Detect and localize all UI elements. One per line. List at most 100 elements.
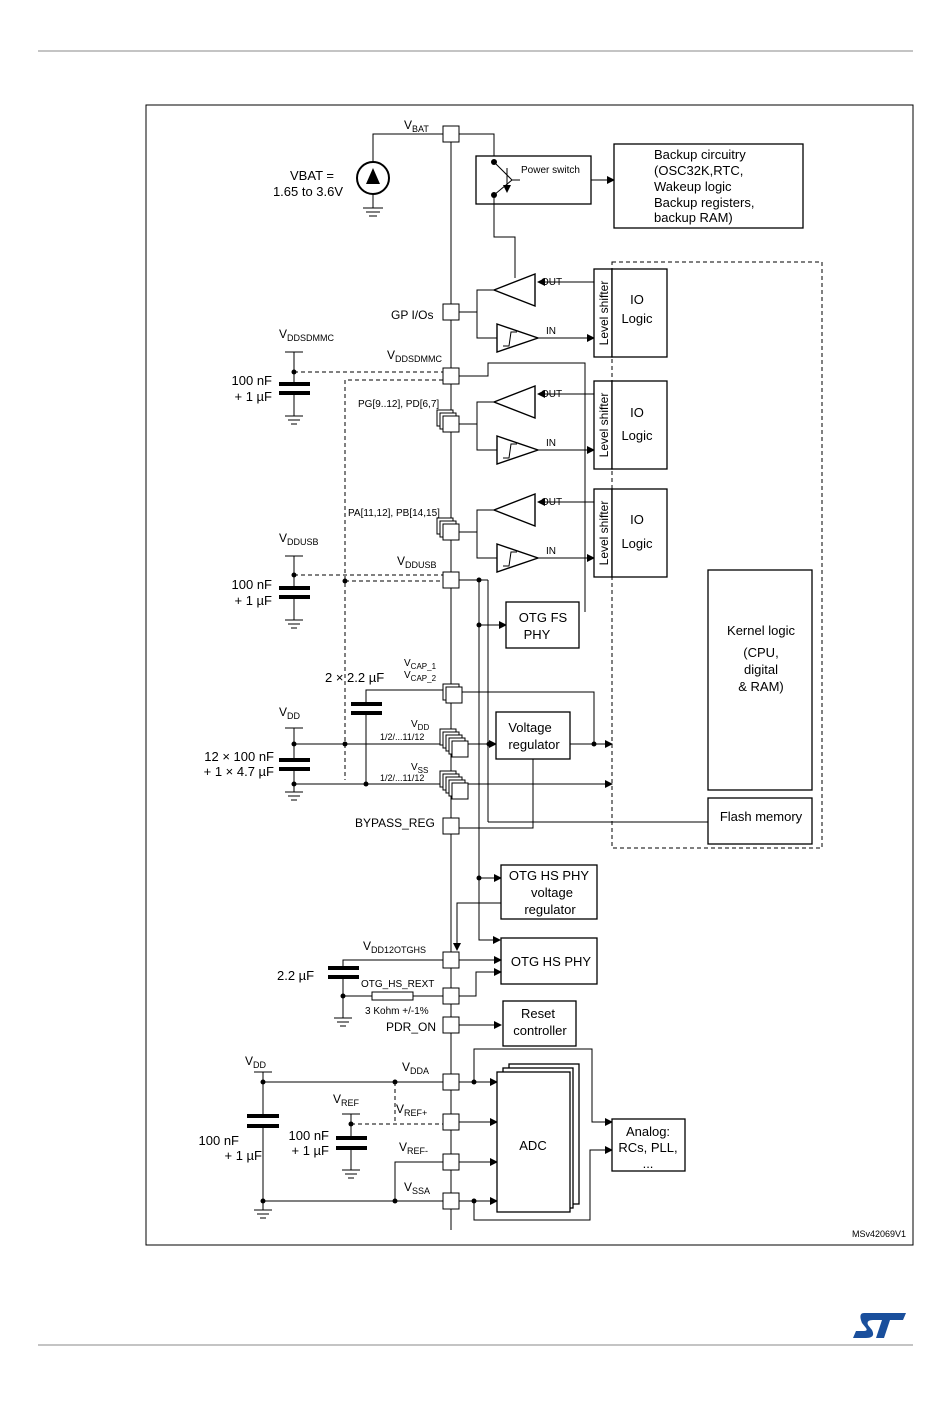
svg-text:BYPASS_REG: BYPASS_REG bbox=[355, 816, 435, 830]
svg-text:+ 1 µF: + 1 µF bbox=[235, 593, 273, 608]
voltage-regulator-block: Voltage regulator bbox=[459, 711, 571, 829]
svg-text:1/2/...11/12: 1/2/...11/12 bbox=[380, 773, 424, 783]
svg-text:+ 1 × 4.7 µF: + 1 × 4.7 µF bbox=[204, 764, 274, 779]
svg-text:PHY: PHY bbox=[524, 627, 551, 642]
figure-frame bbox=[145, 104, 914, 1246]
vdd12otghs-section: VDD12OTGHS 2.2 µF bbox=[277, 939, 502, 1027]
svg-text:3 Kohm +/-1%: 3 Kohm +/-1% bbox=[365, 1006, 429, 1017]
svg-text:2 × 2.2 µF: 2 × 2.2 µF bbox=[325, 670, 384, 685]
svg-text:VDD12OTGHS: VDD12OTGHS bbox=[363, 939, 426, 955]
vss-pad bbox=[451, 782, 469, 800]
vdd-section: VDD 12 × 100 nF + 1 × 4.7 µF VDD 1/2/...… bbox=[204, 705, 613, 801]
svg-text:1/2/...11/12: 1/2/...11/12 bbox=[380, 732, 424, 742]
svg-text:Level shifter: Level shifter bbox=[597, 393, 611, 458]
svg-text:backup RAM): backup RAM) bbox=[654, 210, 733, 225]
svg-text:VDD: VDD bbox=[279, 705, 301, 721]
svg-text:+ 1 µF: + 1 µF bbox=[225, 1148, 263, 1163]
otg-fs-phy-block: OTG FS PHY bbox=[505, 601, 580, 649]
svg-text:OUT: OUT bbox=[541, 497, 562, 508]
svg-text:Reset: Reset bbox=[521, 1006, 555, 1021]
vdda-pad bbox=[442, 1073, 460, 1091]
otg-hs-phy-regulator-block: OTG HS PHY voltage regulator bbox=[453, 864, 598, 951]
svg-text:OTG_HS_REXT: OTG_HS_REXT bbox=[361, 979, 434, 990]
svg-text:IN: IN bbox=[546, 326, 556, 337]
svg-text:VDDA: VDDA bbox=[402, 1060, 429, 1076]
svg-text:VDDUSB: VDDUSB bbox=[279, 531, 319, 547]
svg-text:Logic: Logic bbox=[621, 536, 653, 551]
svg-text:Level shifter: Level shifter bbox=[597, 501, 611, 566]
svg-text:PG[9..12], PD[6,7]: PG[9..12], PD[6,7] bbox=[358, 399, 439, 410]
pdr-on-section: PDR_ON Reset controller bbox=[386, 1000, 577, 1047]
svg-text:12 × 100 nF: 12 × 100 nF bbox=[204, 749, 274, 764]
svg-text:1.65 to 3.6V: 1.65 to 3.6V bbox=[273, 184, 343, 199]
svg-text:OUT: OUT bbox=[541, 389, 562, 400]
svg-text:regulator: regulator bbox=[508, 737, 560, 752]
svg-text:IO: IO bbox=[630, 512, 644, 527]
svg-text:VDDUSB: VDDUSB bbox=[397, 554, 437, 570]
adc-block: ADC bbox=[496, 1063, 580, 1213]
svg-text:ADC: ADC bbox=[519, 1138, 546, 1153]
svg-text:VDDSDMMC: VDDSDMMC bbox=[279, 327, 335, 343]
analog-block: Analog: RCs, PLL, ... bbox=[611, 1118, 686, 1172]
gpio-pad bbox=[442, 303, 460, 321]
svg-text:OTG HS PHY: OTG HS PHY bbox=[511, 954, 592, 969]
svg-text:...: ... bbox=[643, 1156, 654, 1171]
rext-resistor-icon bbox=[371, 991, 414, 1001]
svg-text:VCAP_2: VCAP_2 bbox=[404, 670, 437, 683]
figure-id: MSv42069V1 bbox=[852, 1229, 906, 1239]
bypass-reg-pad bbox=[442, 817, 460, 835]
svg-text:RCs, PLL,: RCs, PLL, bbox=[618, 1140, 677, 1155]
pg-pd-pad bbox=[442, 415, 460, 433]
power-switch: Power switch bbox=[475, 155, 615, 278]
svg-text:PA[11,12], PB[14,15]: PA[11,12], PB[14,15] bbox=[348, 508, 440, 519]
svg-text:Logic: Logic bbox=[621, 428, 653, 443]
svg-text:Voltage: Voltage bbox=[508, 720, 551, 735]
svg-text:VREF+: VREF+ bbox=[396, 1102, 427, 1118]
flash-memory-block: Flash memory bbox=[488, 797, 813, 845]
vcap-pad bbox=[445, 686, 463, 704]
vdd-pad bbox=[451, 740, 469, 758]
bypass-reg-pin: BYPASS_REG bbox=[355, 816, 460, 835]
svg-text:regulator: regulator bbox=[524, 902, 576, 917]
svg-text:(CPU,: (CPU, bbox=[743, 645, 778, 660]
vssa-pad bbox=[442, 1192, 460, 1210]
svg-text:digital: digital bbox=[744, 662, 778, 677]
svg-text:100 nF: 100 nF bbox=[232, 373, 273, 388]
svg-text:OTG HS PHY: OTG HS PHY bbox=[509, 868, 590, 883]
svg-text:& RAM): & RAM) bbox=[738, 679, 784, 694]
reset-controller-block bbox=[502, 1000, 577, 1047]
svg-text:VSSA: VSSA bbox=[404, 1180, 430, 1196]
svg-text:IO: IO bbox=[630, 292, 644, 307]
svg-text:Kernel logic: Kernel logic bbox=[727, 623, 795, 638]
svg-text:VBAT: VBAT bbox=[404, 118, 429, 134]
vddusb-pad bbox=[442, 571, 460, 589]
io-block-2: PG[9..12], PD[6,7] OUT IN Level shifter … bbox=[358, 380, 668, 470]
pa-pb-pad bbox=[442, 523, 460, 541]
vddusb-section: VDDUSB VDDUSB 100 nF + 1 µF bbox=[232, 531, 507, 629]
svg-text:Flash memory: Flash memory bbox=[720, 809, 803, 824]
svg-text:Level shifter: Level shifter bbox=[597, 281, 611, 346]
svg-text:(OSC32K,RTC,: (OSC32K,RTC, bbox=[654, 163, 743, 178]
svg-text:IN: IN bbox=[546, 438, 556, 449]
svg-text:100 nF: 100 nF bbox=[289, 1128, 330, 1143]
svg-text:VDDSDMMC: VDDSDMMC bbox=[387, 348, 443, 364]
st-logo-icon bbox=[853, 1313, 906, 1338]
pdr-on-pad bbox=[442, 1016, 460, 1034]
io-block-3: PA[11,12], PB[14,15] OUT IN Level shifte… bbox=[348, 488, 668, 578]
vcap-section: VCAP_1 VCAP_2 2 × 2.2 µF bbox=[325, 658, 595, 784]
svg-text:controller: controller bbox=[513, 1023, 567, 1038]
svg-text:+ 1 µF: + 1 µF bbox=[235, 389, 273, 404]
svg-text:VDD: VDD bbox=[411, 719, 429, 732]
svg-text:Backup circuitry: Backup circuitry bbox=[654, 147, 746, 162]
svg-text:PDR_ON: PDR_ON bbox=[386, 1020, 436, 1034]
vrefp-pad bbox=[442, 1113, 460, 1131]
otg-hs-rext-section: OTG_HS_REXT 3 Kohm +/-1% bbox=[343, 968, 502, 1017]
svg-text:VBAT =: VBAT = bbox=[290, 168, 334, 183]
vbat-section: VBAT VBAT = 1.65 to 3.6V bbox=[273, 118, 495, 217]
vddsdmmc-pad bbox=[442, 367, 460, 385]
svg-text:VCAP_1: VCAP_1 bbox=[404, 658, 437, 671]
vddsdmmc-section: VDDSDMMC VDDSDMMC 100 nF + 1 µF bbox=[232, 327, 586, 780]
svg-text:voltage: voltage bbox=[531, 885, 573, 900]
